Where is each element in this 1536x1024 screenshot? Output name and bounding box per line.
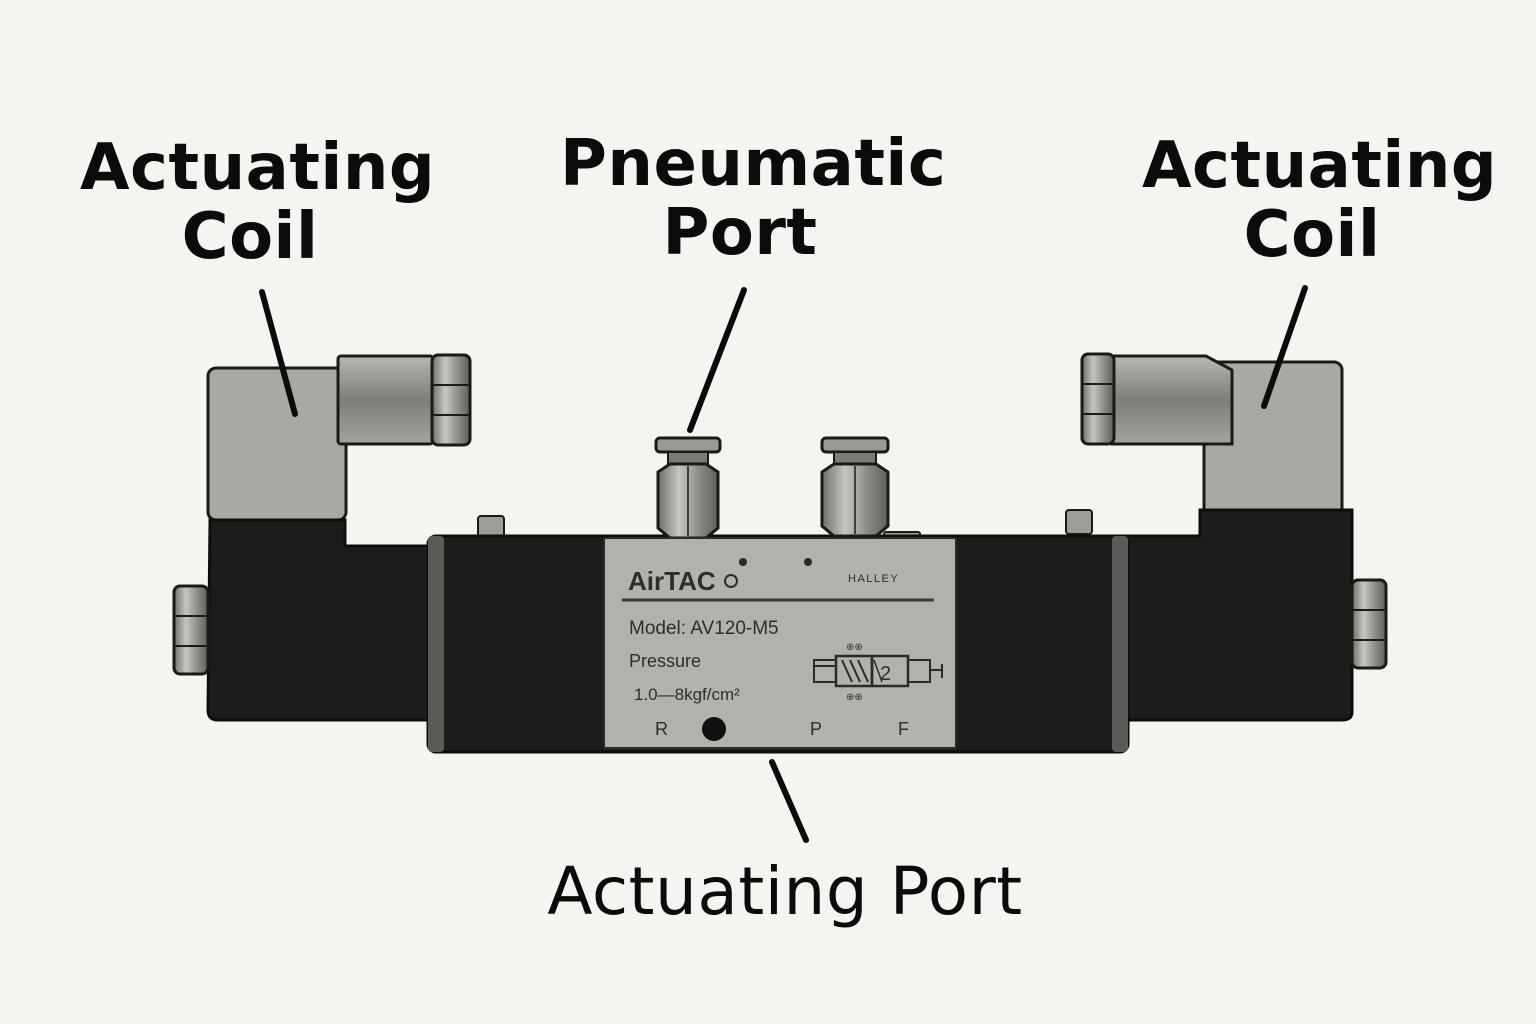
right-connector-nut [1080,352,1116,446]
left-solenoid [172,353,472,722]
right-coil-connector [1110,354,1234,446]
label-pneumatic-port-line2: Port [662,196,818,271]
brand-mark-icon [724,574,738,588]
left-end-cap [428,536,444,752]
left-connector-nut [430,353,472,447]
leader-right-coil [1261,285,1308,409]
valve-schematic-symbol: ⊕⊕ 2 ⊕⊕ [813,642,943,703]
plate-pressure-label: Pressure [629,651,701,671]
second-port-fitting [820,436,890,538]
left-end-nut [172,584,210,676]
right-solenoid [1080,352,1388,722]
name-plate: AirTAC HALLEY Model: AV120-M5 Pressure 1… [603,537,957,749]
svg-text:⊕⊕: ⊕⊕ [846,642,863,653]
label-actuating-port: Actuating Port [520,853,1050,930]
leader-actuating-port [769,759,809,843]
leader-left-coil [259,289,298,417]
pneumatic-port-fitting [654,436,722,540]
right-end-cap [1112,536,1128,752]
symbol-number: 2 [880,663,891,685]
port-label-p: P [810,719,822,739]
plate-background [603,537,957,749]
svg-text:⊕⊕: ⊕⊕ [846,692,863,703]
label-actuating-port-text: Actuating Port [547,853,1023,930]
plate-model: Model: AV120-M5 [629,618,779,639]
right-body-tab [1065,509,1093,535]
leader-pneumatic-port [687,287,747,433]
left-coil-connector [336,354,435,446]
label-left-coil-line2: Coil [181,200,319,275]
plate-brand: AirTAC [628,566,716,596]
leader-lines [259,285,1308,843]
label-right-coil-line2: Coil [1243,198,1381,273]
port-label-f: F [898,719,909,739]
label-pneumatic-port: Pneumatic Port [560,127,947,271]
right-end-nut [1350,578,1388,670]
left-coil-body [206,518,434,722]
plate-pressure-range: 1.0—8kgf/cm² [634,685,740,704]
label-left-actuating-coil: Actuating Coil [80,131,436,275]
label-left-coil-line1: Actuating [80,131,436,205]
screw-dot-icon [804,558,812,566]
screw-dot-icon [739,558,747,566]
port-label-r: R [655,719,668,739]
label-right-actuating-coil: Actuating Coil [1142,129,1498,273]
label-pneumatic-port-line1: Pneumatic [560,127,947,201]
plate-maker-mark: HALLEY [848,573,899,585]
port-hole [702,717,726,741]
left-coil-housing [206,366,348,522]
right-coil-body [1100,508,1354,722]
label-right-coil-line1: Actuating [1142,129,1498,203]
